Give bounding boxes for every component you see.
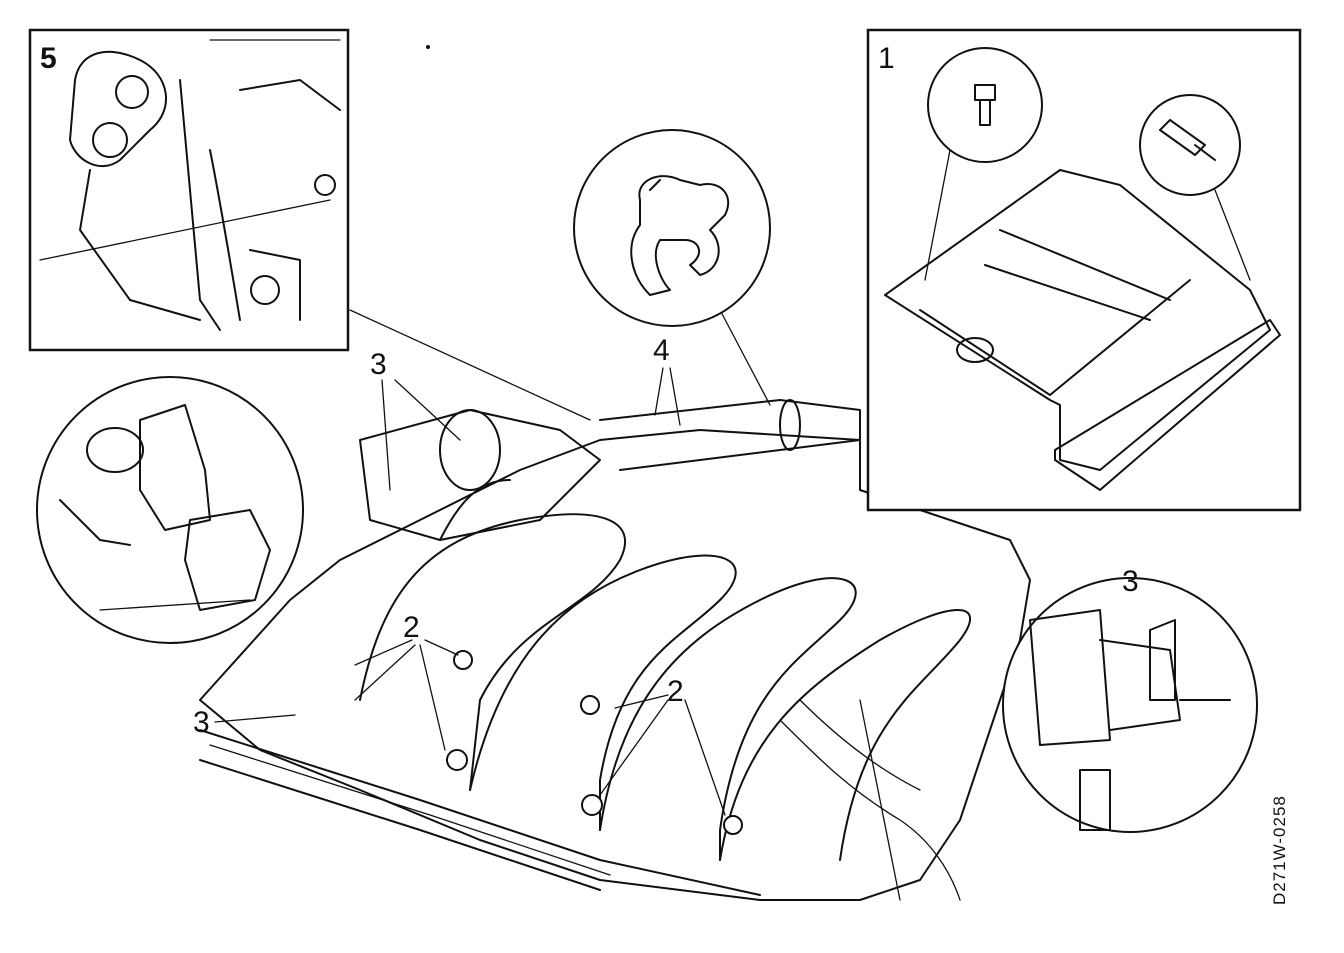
callout-3-left: 3 — [193, 706, 210, 739]
callout-inset-1: 1 — [878, 42, 895, 75]
callout-2-left: 2 — [403, 611, 420, 644]
clip-inset — [573, 129, 771, 327]
figure-code: D271W-0258 — [1270, 795, 1289, 905]
speck — [426, 45, 430, 49]
sensor-inset-left — [36, 376, 304, 644]
inset-5 — [28, 28, 350, 352]
callout-4: 4 — [653, 334, 670, 367]
valve-inset-right — [1002, 577, 1258, 833]
callout-3-right: 3 — [1122, 565, 1139, 598]
intake-manifold — [199, 399, 1031, 901]
callout-2-right: 2 — [667, 675, 684, 708]
callout-inset-5: 5 — [40, 42, 57, 75]
inset-1 — [866, 28, 1302, 512]
callout-3-top: 3 — [370, 348, 387, 381]
